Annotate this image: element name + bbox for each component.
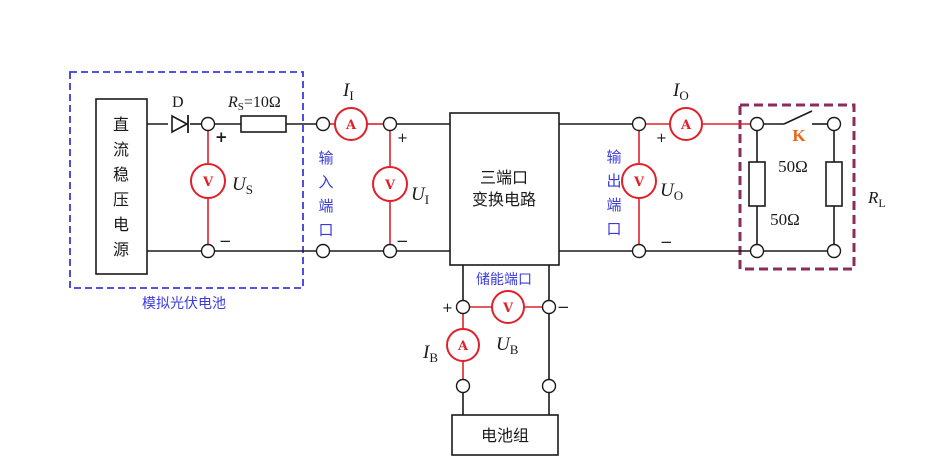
ui-plus-sign: + [397, 131, 408, 146]
dc-supply-char: 稳 [113, 165, 129, 184]
terminal-node [749, 116, 765, 132]
us-label: US [232, 174, 253, 197]
storage-voltmeter: V [491, 290, 525, 324]
terminal-node [455, 299, 471, 315]
storage-port-label: 储能端口 [476, 272, 532, 288]
input-port-char: 口 [318, 221, 333, 239]
load-name-label: RL [867, 188, 886, 210]
us-minus-sign: − [219, 232, 232, 250]
terminal-node [631, 243, 647, 259]
source-voltmeter: V [190, 163, 226, 199]
dc-power-supply-box [95, 98, 148, 275]
ub-plus-sign: + [442, 301, 453, 316]
voltmeter-letter: V [502, 301, 514, 316]
battery-pack-box [451, 414, 559, 456]
load-resistor-right [825, 161, 843, 207]
voltmeter-letter: V [384, 178, 396, 193]
dc-supply-char: 流 [113, 140, 129, 159]
input-voltmeter: V [372, 166, 408, 202]
input-ammeter: A [334, 107, 368, 141]
voltmeter-letter: V [202, 175, 214, 190]
terminal-node [382, 116, 398, 132]
dc-supply-char: 源 [113, 240, 129, 259]
converter-title-line2: 变换电路 [472, 190, 536, 209]
ammeter-letter: A [680, 118, 692, 133]
dc-supply-char: 直 [113, 115, 129, 134]
pv-simulator-caption: 模拟光伏电池 [142, 296, 226, 312]
diode-symbol [171, 114, 189, 134]
terminal-node [541, 299, 557, 315]
output-port-char: 出 [606, 172, 621, 190]
input-port-char: 入 [318, 173, 333, 191]
terminal-node [826, 243, 842, 259]
output-current-label: IO [672, 80, 689, 103]
terminal-node [455, 378, 471, 394]
us-plus-sign: + [215, 128, 228, 146]
terminal-node [749, 243, 765, 259]
load-resistor-top-value: 50Ω [778, 157, 808, 176]
storage-current-label: IB [422, 342, 438, 365]
load-box [738, 103, 856, 271]
input-port-char: 端 [318, 197, 333, 215]
output-voltage-label: UO [660, 180, 683, 203]
diode-label: D [172, 94, 184, 111]
input-current-label: II [342, 80, 354, 103]
input-port-char: 输 [318, 149, 333, 167]
terminal-node [541, 378, 557, 394]
output-port-char: 端 [606, 196, 621, 214]
load-resistor-left [748, 161, 766, 207]
uo-minus-sign: − [660, 233, 673, 251]
rs-label: RS=10Ω [227, 94, 281, 113]
voltmeter-letter: V [633, 175, 645, 190]
output-voltmeter: V [621, 163, 657, 199]
uo-plus-sign: + [656, 131, 667, 146]
terminal-node [200, 243, 216, 259]
ui-minus-sign: − [396, 232, 409, 250]
rs-resistor [240, 115, 287, 133]
terminal-node [826, 116, 842, 132]
battery-pack-label: 电池组 [481, 426, 529, 445]
terminal-node [631, 116, 647, 132]
switch-label: K [792, 126, 806, 145]
storage-voltage-label: UB [496, 334, 519, 357]
terminal-node [200, 116, 216, 132]
ub-minus-sign: − [557, 298, 570, 316]
dc-supply-char: 压 [113, 190, 129, 209]
output-ammeter: A [669, 107, 703, 141]
terminal-node [382, 243, 398, 259]
input-voltage-label: UI [411, 184, 429, 207]
load-resistor-bottom-value: 50Ω [770, 210, 800, 229]
pv-simulator-box [69, 71, 304, 289]
output-port-char: 口 [606, 220, 621, 238]
converter-title-line1: 三端口 [480, 168, 528, 187]
three-port-converter-box [449, 112, 560, 266]
storage-ammeter: A [446, 328, 480, 362]
ammeter-letter: A [457, 339, 469, 354]
terminal-node [315, 243, 331, 259]
ammeter-letter: A [345, 118, 357, 133]
dc-supply-char: 电 [113, 215, 129, 234]
output-port-char: 输 [606, 148, 621, 166]
switch-blade [783, 110, 813, 125]
terminal-node [315, 116, 331, 132]
